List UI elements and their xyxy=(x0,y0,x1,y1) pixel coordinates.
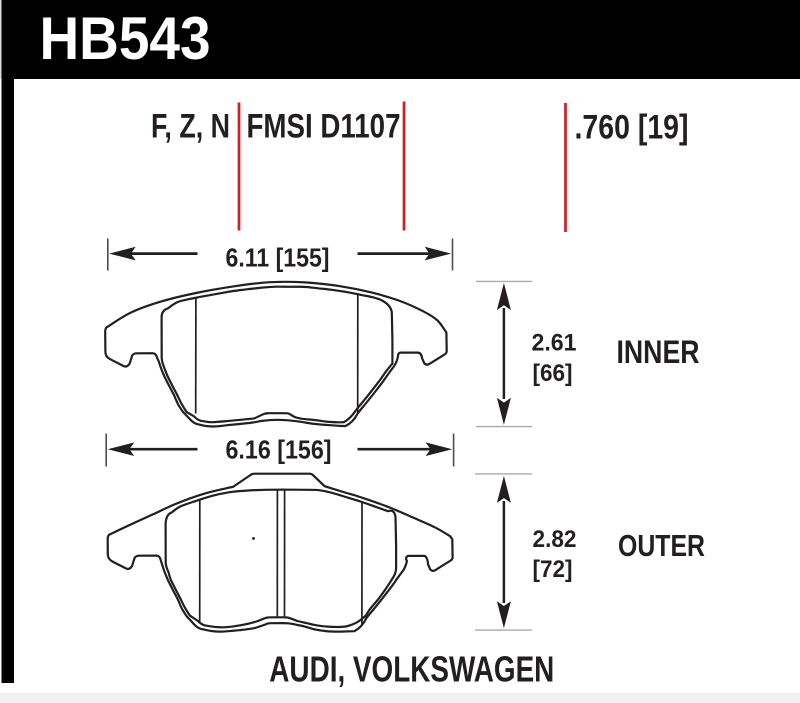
svg-text:2.61: 2.61 xyxy=(532,330,577,357)
svg-text:HB543: HB543 xyxy=(40,4,211,72)
svg-text:F, Z, N: F, Z, N xyxy=(151,108,230,146)
svg-text:6.11 [155]: 6.11 [155] xyxy=(226,245,330,273)
svg-text:.760 [19]: .760 [19] xyxy=(575,109,689,147)
svg-text:[72]: [72] xyxy=(533,556,573,583)
svg-text:AUDI, VOLKSWAGEN: AUDI, VOLKSWAGEN xyxy=(269,648,554,689)
svg-text:6.16 [156]: 6.16 [156] xyxy=(226,435,332,465)
svg-text:[66]: [66] xyxy=(533,360,573,387)
svg-text:2.82: 2.82 xyxy=(533,526,577,553)
svg-text:INNER: INNER xyxy=(617,334,700,370)
svg-text:OUTER: OUTER xyxy=(618,528,705,563)
svg-text:FMSI D1107: FMSI D1107 xyxy=(247,108,401,146)
